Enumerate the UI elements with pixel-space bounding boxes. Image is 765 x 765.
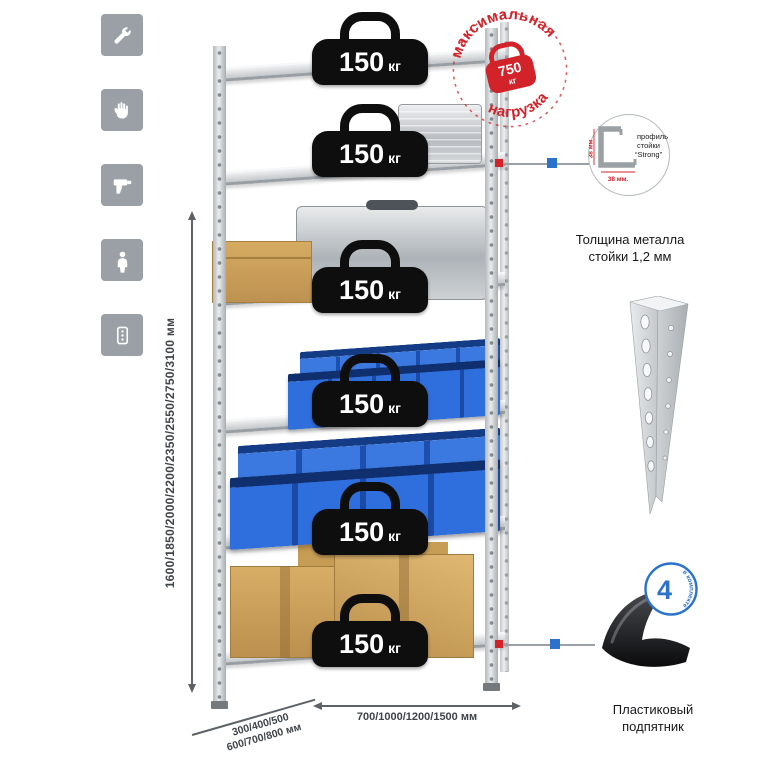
person-icon: [117, 251, 127, 273]
plastic-foot-image: [594, 586, 698, 675]
kettlebell-body: 150 кг: [312, 131, 428, 177]
quantity-badge-icon: 4 в комплекте: [644, 562, 698, 616]
feature-tile-drill: [101, 164, 143, 206]
rack-post-back: [500, 22, 509, 672]
wrench-icon: [113, 26, 131, 44]
shelf-load-weight: 150 кг: [312, 104, 428, 177]
width-dimension-label: 700/1000/1200/1500 мм: [356, 711, 478, 723]
profile-label-1: профиль: [637, 132, 668, 141]
foot-caption-line1: Пластиковый: [612, 702, 694, 717]
max-load-stamp: максимальная нагрузка 750 кг: [431, 0, 589, 149]
connector-marker-blue: [550, 639, 560, 649]
kettlebell-handle-icon: [340, 12, 400, 45]
shelving-rack: [205, 20, 517, 720]
callout-line-foot: [503, 644, 595, 646]
shelf-load-unit: кг: [388, 57, 401, 74]
feature-tile-person: [101, 239, 143, 281]
kettlebell-handle-icon: [340, 594, 400, 627]
shelf-load-weight: 150 кг: [312, 354, 428, 427]
profile-caption-line2: стойки 1,2 мм: [588, 248, 672, 264]
kettlebell-handle-icon: [340, 104, 400, 137]
profile-cross-section-icon: 38 мм 38 мм. профиль стойки “Strong”: [588, 126, 668, 183]
foot-caption-line2: подпятник: [622, 718, 684, 734]
kettlebell-handle-icon: [340, 482, 400, 515]
badge-value: 4: [657, 575, 672, 605]
profile-caption-line1: Толщина металла: [575, 232, 685, 247]
drill-icon: [113, 178, 131, 194]
kettlebell-handle-icon: [340, 354, 400, 387]
rack-foot-right: [483, 683, 500, 691]
plastic-foot-icon: [602, 594, 690, 667]
cardboard-box-small: [212, 241, 312, 303]
width-dimension-line: [313, 702, 521, 709]
feature-tile-glove: [101, 89, 143, 131]
callout-line-profile: [503, 163, 589, 165]
shelf-load-weight: 150 кг: [312, 240, 428, 313]
feature-tile-tools: [101, 14, 143, 56]
connector-marker-red: [495, 159, 503, 167]
kettlebell-body: 150 кг: [312, 267, 428, 313]
max-load-unit: кг: [507, 75, 518, 87]
hardware-icon: [116, 326, 128, 344]
kettlebell-body: 150 кг: [312, 621, 428, 667]
rack-post-right: [485, 28, 498, 684]
kettlebell-body: 150 кг: [312, 381, 428, 427]
profile-dim-vertical: 38 мм: [589, 139, 595, 158]
shelf-load-weight: 150 кг: [312, 594, 428, 667]
profile-label-3: “Strong”: [635, 150, 663, 159]
rack-post-left: [213, 46, 226, 702]
profile-label-2: стойки: [637, 141, 660, 150]
height-dimension-line: [188, 211, 195, 693]
connector-marker-red: [495, 640, 503, 648]
profile-dim-horizontal: 38 мм.: [608, 176, 629, 183]
quantity-badge: 4 в комплекте: [642, 560, 700, 623]
shelf-load-weight: 150 кг: [312, 12, 428, 85]
kettlebell-body: 150 кг: [312, 509, 428, 555]
glove-icon: [114, 101, 128, 119]
height-dimension-label: 1600/1850/2000/2200/2350/2550/2750/3100 …: [163, 317, 177, 589]
profile-caption: Толщина металла стойки 1,2 мм: [560, 232, 700, 266]
shelf-load-weight: 150 кг: [312, 482, 428, 555]
corner-post-image: [600, 295, 712, 536]
connector-marker-blue: [547, 158, 557, 168]
rack-foot-left: [211, 701, 228, 709]
shelf-load-value: 150: [339, 46, 385, 77]
kettlebell-body: 150 кг: [312, 39, 428, 85]
feature-tile-hardware: [101, 314, 143, 356]
kettlebell-handle-icon: [340, 240, 400, 273]
corner-post-icon: [629, 295, 689, 515]
foot-caption: Пластиковый подпятник: [588, 702, 718, 736]
profile-callout-circle: 38 мм 38 мм. профиль стойки “Strong”: [588, 114, 670, 196]
